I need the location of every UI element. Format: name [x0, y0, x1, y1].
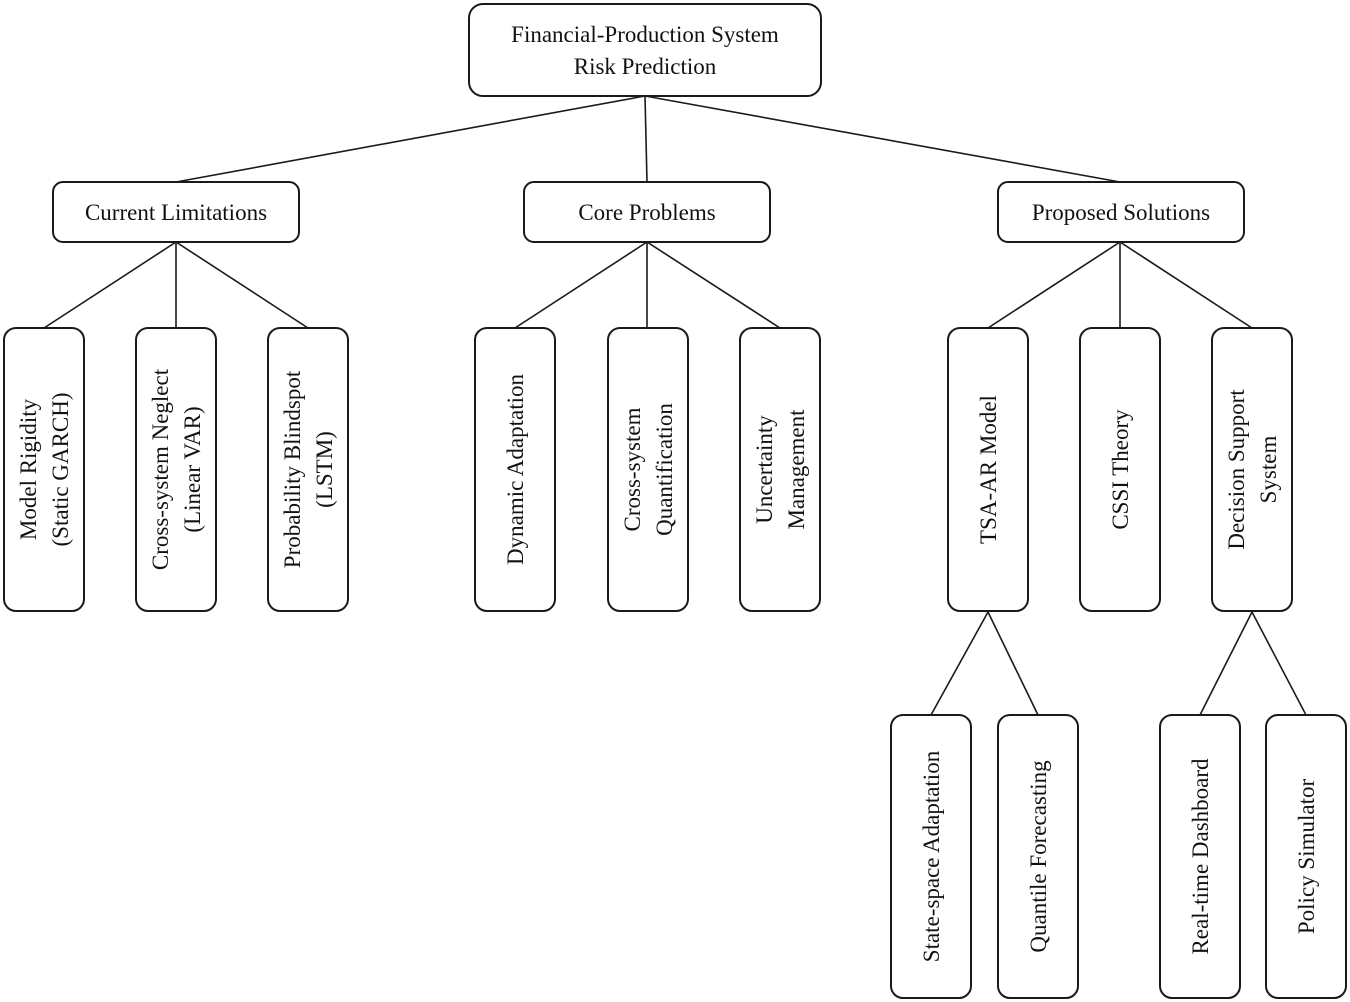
edge-root-solutions — [644, 95, 1121, 183]
edge-problems-dynamic-adaptation — [514, 241, 648, 329]
category-label: Current Limitations — [85, 200, 267, 225]
node-cssi-theory: CSSI Theory — [1079, 327, 1161, 612]
node-label-line1: Dynamic Adaptation — [503, 374, 528, 565]
node-label-line1: TSA-AR Model — [976, 395, 1001, 544]
connector-lines — [43, 95, 1307, 716]
node-quantile-forecasting: Quantile Forecasting — [997, 714, 1079, 999]
node-label-line2: Management — [784, 409, 809, 530]
category-label: Core Problems — [578, 200, 715, 225]
node-state-space-adaptation: State-space Adaptation — [890, 714, 972, 999]
node-model-rigidity: Model Rigidity (Static GARCH) — [3, 327, 85, 612]
node-label-line1: Cross-system Neglect — [148, 368, 173, 570]
node-label-line1: Decision Support — [1224, 389, 1249, 550]
node-label-line1: Policy Simulator — [1294, 779, 1319, 935]
node-real-time-dashboard: Real-time Dashboard — [1159, 714, 1241, 999]
node-label-line2: System — [1256, 436, 1281, 504]
node-label-line1: State-space Adaptation — [919, 750, 944, 962]
edge-limitations-model-rigidity — [43, 241, 177, 329]
edge-root-problems — [644, 95, 648, 183]
node-label-line2: (Static GARCH) — [48, 393, 73, 547]
node-uncertainty-management: Uncertainty Management — [739, 327, 821, 612]
node-cross-system-quantification: Cross-system Quantification — [607, 327, 689, 612]
node-label-line1: Cross-system — [620, 407, 645, 531]
category-label: Proposed Solutions — [1032, 200, 1210, 225]
edge-root-limitations — [175, 95, 646, 183]
node-decision-support-system: Decision Support System — [1211, 327, 1293, 612]
node-label-line2: (Linear VAR) — [180, 406, 205, 532]
node-label-line1: Uncertainty — [752, 415, 777, 524]
root-label-line2: Risk Prediction — [574, 54, 717, 79]
edge-dss-policy-simulator — [1251, 611, 1307, 716]
node-dynamic-adaptation: Dynamic Adaptation — [474, 327, 556, 612]
node-label-line1: Quantile Forecasting — [1026, 760, 1051, 953]
edge-limitations-probability-blindspot — [175, 241, 309, 329]
node-probability-blindspot: Probability Blindspot (LSTM) — [267, 327, 349, 612]
category-current-limitations: Current Limitations — [52, 181, 300, 243]
node-label-line1: Real-time Dashboard — [1188, 758, 1213, 955]
edge-tsa-ar-state-space-adaptation — [930, 611, 989, 716]
node-tsa-ar-model: TSA-AR Model — [947, 327, 1029, 612]
node-policy-simulator: Policy Simulator — [1265, 714, 1347, 999]
edge-solutions-decision-support-system — [1119, 241, 1253, 329]
node-label-line2: Quantification — [652, 403, 677, 536]
category-core-problems: Core Problems — [523, 181, 771, 243]
edge-problems-uncertainty-management — [646, 241, 781, 329]
edge-tsa-ar-quantile-forecasting — [987, 611, 1039, 716]
node-label-line1: Probability Blindspot — [280, 370, 305, 568]
root-node: Financial-Production System Risk Predict… — [468, 3, 822, 97]
edge-solutions-tsa-ar-model — [987, 241, 1121, 329]
node-label-line1: Model Rigidity — [16, 398, 41, 540]
category-proposed-solutions: Proposed Solutions — [997, 181, 1245, 243]
node-label-line2: (LSTM) — [312, 431, 337, 508]
node-label-line1: CSSI Theory — [1108, 409, 1133, 530]
edge-dss-real-time-dashboard — [1199, 611, 1253, 716]
root-label-line1: Financial-Production System — [511, 22, 779, 47]
node-cross-system-neglect: Cross-system Neglect (Linear VAR) — [135, 327, 217, 612]
